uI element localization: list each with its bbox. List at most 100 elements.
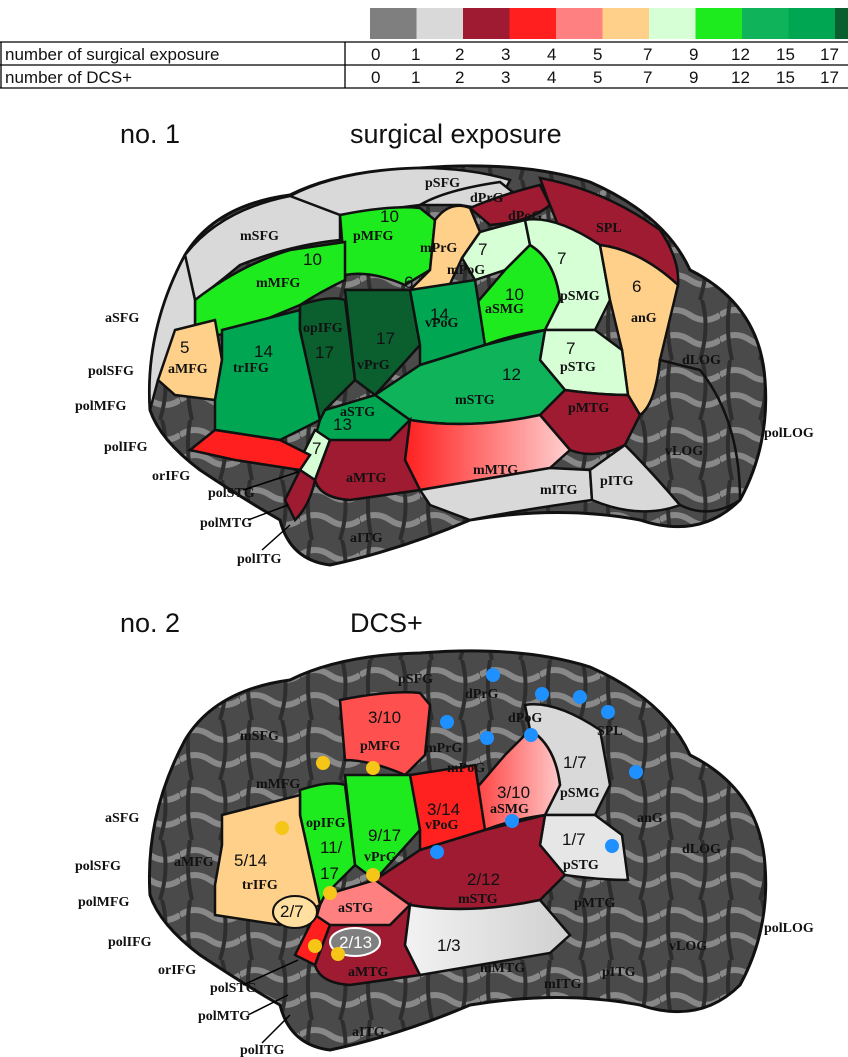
label-mPrG: mPrG (420, 241, 457, 256)
label-trIFG: trIFG (233, 361, 269, 376)
count2-aSTG: 2/13 (339, 933, 372, 952)
label2-SPL: SPL (597, 724, 623, 739)
count-vPoG: 14 (430, 305, 449, 324)
legend-swatch (835, 8, 848, 39)
label-aSFG: aSFG (105, 311, 139, 326)
count2-vPrG: 9/17 (368, 826, 401, 845)
legend-swatch (603, 8, 650, 39)
label-mPoG: mPoG (447, 263, 485, 278)
label2-pSMG: pSMG (560, 786, 600, 801)
label2-trIFG: trIFG (242, 878, 278, 893)
label-polMFG: polMFG (75, 399, 126, 414)
label-anG: anG (631, 311, 657, 326)
dot-blue (480, 731, 494, 745)
label-pSFG: pSFG (425, 176, 460, 191)
count2-vPoG: 3/14 (427, 800, 460, 819)
dot-yellow (366, 868, 380, 882)
legend-row-label-exposure: number of surgical exposure (5, 45, 220, 64)
dot-blue (629, 765, 643, 779)
label-aMFG: aMFG (168, 362, 208, 377)
label-mMTG: mMTG (473, 463, 518, 478)
label2-orIFG: orIFG (158, 963, 196, 978)
legend-value: 7 (643, 68, 652, 87)
dot-blue (430, 845, 444, 859)
panel2-number: no. 2 (120, 608, 180, 638)
label-aSMG: aSMG (485, 302, 524, 317)
label-mITG: mITG (540, 483, 577, 498)
label2-polSFG: polSFG (75, 859, 121, 874)
legend-value: 1 (411, 45, 420, 64)
count-pMFG: 10 (380, 207, 399, 226)
label2-vLOG: vLOG (669, 939, 707, 954)
legend-value: 15 (776, 68, 795, 87)
legend-row-label-dcs: number of DCS+ (5, 68, 132, 87)
legend-swatch (742, 8, 789, 39)
label2-aMTG: aMTG (348, 965, 389, 980)
legend-value: 1 (411, 68, 420, 87)
count-aMFG: 5 (180, 338, 189, 357)
count2-aSMG: 3/10 (497, 783, 530, 802)
label-dPrG: dPrG (470, 191, 504, 206)
count-polSTG: 7 (312, 439, 321, 458)
count2-mMTG: 1/3 (437, 936, 461, 955)
label-pSTG: pSTG (560, 360, 596, 375)
label2-polMTG: polMTG (198, 1009, 250, 1024)
count-opIFG: 17 (315, 343, 334, 362)
count-aSMG: 10 (505, 285, 524, 304)
label2-polITG: polITG (240, 1043, 284, 1057)
count-mPoG: 7 (478, 240, 487, 259)
label2-pITG: pITG (602, 965, 636, 980)
label-SPL: SPL (596, 221, 622, 236)
count2-mSTG: 2/12 (467, 870, 500, 889)
dot-yellow (316, 756, 330, 770)
label-polSFG: polSFG (88, 364, 134, 379)
label2-mMFG: mMFG (256, 777, 300, 792)
dot-yellow (308, 939, 322, 953)
label2-mMTG: mMTG (480, 961, 525, 976)
legend-swatch (370, 8, 417, 39)
count-vPrG: 17 (376, 329, 395, 348)
legend-value: 2 (455, 68, 464, 87)
label-mSTG: mSTG (455, 393, 495, 408)
legend-value: 9 (689, 68, 698, 87)
label2-dPoG: dPoG (508, 711, 542, 726)
label-aMTG: aMTG (346, 471, 387, 486)
label2-mSTG: mSTG (458, 892, 498, 907)
legend-value: 9 (689, 45, 698, 64)
label2-aMFG: aMFG (174, 855, 214, 870)
label2-pSTG: pSTG (563, 858, 599, 873)
count2-pSMG: 1/7 (563, 753, 587, 772)
label2-mITG: mITG (544, 977, 581, 992)
legend-swatch (556, 8, 603, 39)
label-opIFG: opIFG (303, 321, 343, 336)
label-dLOG: dLOG (682, 353, 721, 368)
label-pMTG: pMTG (568, 401, 609, 416)
label-polIFG: polIFG (104, 440, 148, 455)
label2-polMFG: polMFG (78, 895, 129, 910)
legend-swatch (463, 8, 510, 39)
legend-value: 2 (455, 45, 464, 64)
count2-trIFG: 5/14 (234, 851, 267, 870)
label-orIFG: orIFG (152, 469, 190, 484)
legend-value: 5 (593, 45, 602, 64)
legend-value: 17 (820, 68, 839, 87)
label-pSMG: pSMG (560, 289, 600, 304)
dot-blue (524, 728, 538, 742)
legend-value: 5 (593, 68, 602, 87)
legend-value: 0 (371, 45, 380, 64)
count2-polSTG: 2/7 (280, 902, 304, 921)
legend-value: 12 (731, 45, 750, 64)
label2-mPoG: mPoG (447, 761, 485, 776)
label-mMFG: mMFG (256, 276, 300, 291)
label2-anG: anG (637, 811, 663, 826)
label2-vPoG: vPoG (425, 818, 459, 833)
count-mSTG: 12 (502, 365, 521, 384)
legend-value: 0 (371, 68, 380, 87)
legend-value: 3 (501, 45, 510, 64)
label2-polLOG: polLOG (764, 921, 814, 936)
count2-pSTG: 1/7 (562, 830, 586, 849)
label2-vPrG: vPrG (364, 850, 397, 865)
panel2-title: DCS+ (350, 608, 423, 638)
count-mPrG: 6 (404, 273, 413, 292)
